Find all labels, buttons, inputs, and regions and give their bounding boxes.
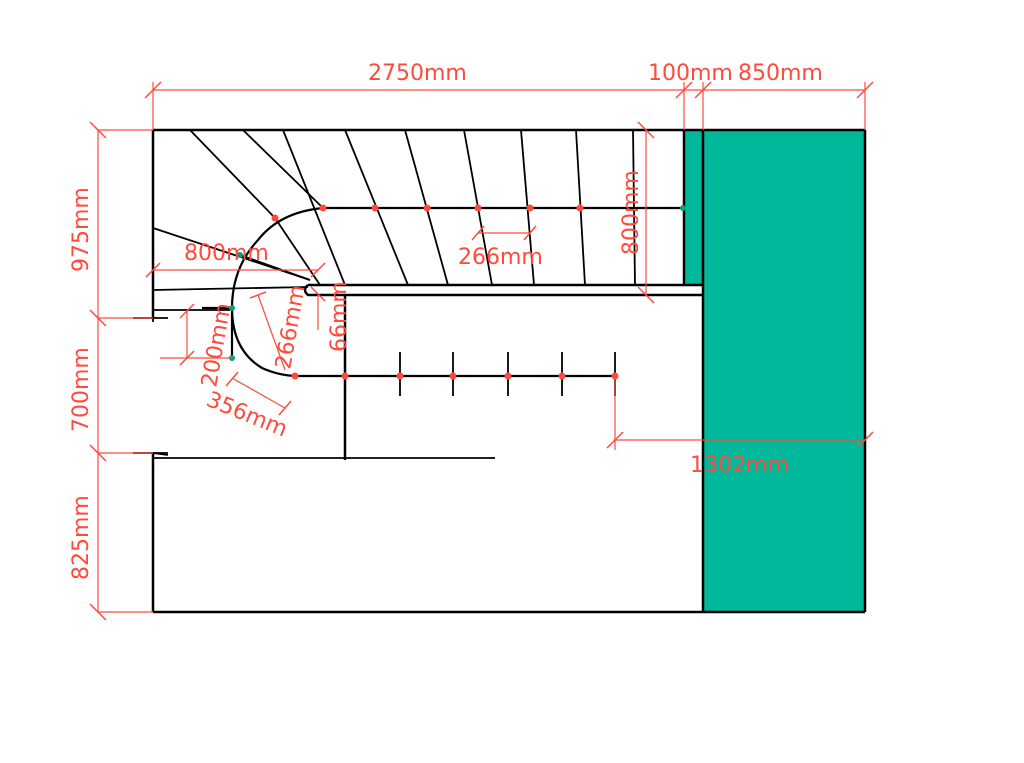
accent-node bbox=[680, 205, 686, 211]
dim-tread-curve: 266mm bbox=[271, 283, 310, 371]
teal-strip-panel bbox=[684, 130, 703, 285]
walking-node bbox=[371, 204, 379, 212]
walking-node bbox=[558, 372, 566, 380]
walking-node bbox=[423, 204, 431, 212]
accent-node bbox=[237, 252, 243, 258]
dim-inner-width: 800mm bbox=[184, 241, 269, 266]
walking-node bbox=[576, 204, 584, 212]
walking-line bbox=[202, 204, 686, 396]
accent-node bbox=[229, 305, 235, 311]
upper-treads bbox=[152, 129, 636, 291]
dim-tread-upper: 266mm bbox=[458, 245, 543, 270]
walking-node bbox=[474, 204, 482, 212]
walls bbox=[133, 128, 867, 614]
walking-node bbox=[504, 372, 512, 380]
dim-bottom-run: 1302mm bbox=[690, 453, 789, 478]
dim-left-lower: 825mm bbox=[69, 495, 94, 580]
dim-top-gap: 100mm bbox=[648, 61, 733, 86]
walking-node bbox=[291, 372, 299, 380]
walking-node bbox=[449, 372, 457, 380]
walking-node bbox=[319, 204, 327, 212]
walking-node bbox=[341, 372, 349, 380]
walking-node bbox=[271, 214, 279, 222]
dim-inner-height: 800mm bbox=[619, 170, 644, 255]
dim-curve-356: 356mm bbox=[203, 387, 291, 442]
teal-side-panel bbox=[703, 130, 865, 612]
dim-top-total: 2750mm bbox=[368, 61, 467, 86]
dim-top-right: 850mm bbox=[738, 61, 823, 86]
walking-node bbox=[526, 204, 534, 212]
walking-node bbox=[396, 372, 404, 380]
dim-left-upper: 975mm bbox=[69, 187, 94, 272]
dim-offset-small: 66mm bbox=[327, 281, 352, 352]
dimension-lines bbox=[89, 81, 874, 621]
dim-left-middle: 700mm bbox=[69, 347, 94, 432]
dim-offset-200: 200mm bbox=[197, 301, 236, 389]
